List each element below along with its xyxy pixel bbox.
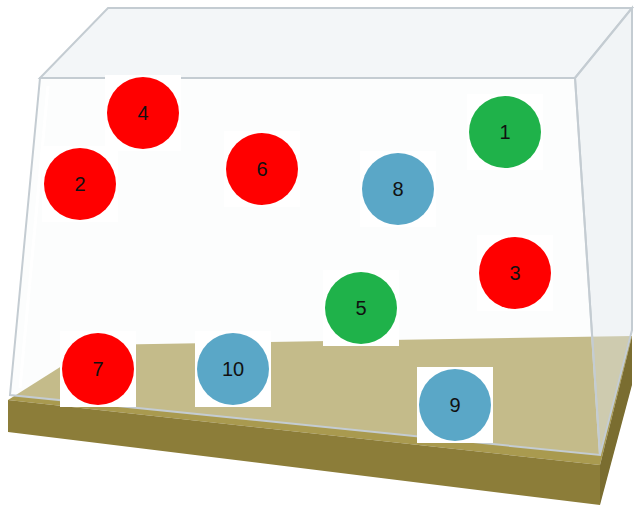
numbered-ball: 5 [323,270,399,346]
ball-backdrop [42,146,118,222]
numbered-ball: 7 [60,331,136,407]
ball-circle [479,237,551,309]
numbered-ball: 6 [224,131,300,207]
numbered-ball: 1 [467,94,543,170]
numbered-ball: 9 [417,367,493,443]
glass-front [10,78,600,455]
ball-circle [325,272,397,344]
ball-circle [419,369,491,441]
numbered-ball: 2 [42,146,118,222]
ball-number: 4 [137,103,148,123]
ball-backdrop [417,367,493,443]
ball-number: 8 [392,179,403,199]
numbered-ball: 4 [105,75,181,151]
ball-backdrop [323,270,399,346]
ball-backdrop [60,331,136,407]
glass-highlight [20,86,48,388]
ball-circle [44,148,116,220]
ball-circle [62,333,134,405]
ball-circle [226,133,298,205]
ball-number: 10 [222,359,244,379]
ball-circle [107,77,179,149]
ball-backdrop [477,235,553,311]
numbered-ball: 10 [195,331,271,407]
ball-number: 1 [499,122,510,142]
ball-circle [469,96,541,168]
ball-backdrop [105,75,181,151]
ball-backdrop [195,331,271,407]
ball-number: 5 [355,298,366,318]
ball-number: 2 [74,174,85,194]
ball-number: 6 [256,159,267,179]
glass-top [40,8,632,78]
ball-circle [362,153,434,225]
numbered-ball: 3 [477,235,553,311]
ball-number: 7 [92,359,103,379]
ball-backdrop [467,94,543,170]
ball-number: 9 [449,395,460,415]
numbered-ball: 8 [360,151,436,227]
ball-backdrop [360,151,436,227]
ball-number: 3 [509,263,520,283]
ball-circle [197,333,269,405]
ball-backdrop [224,131,300,207]
